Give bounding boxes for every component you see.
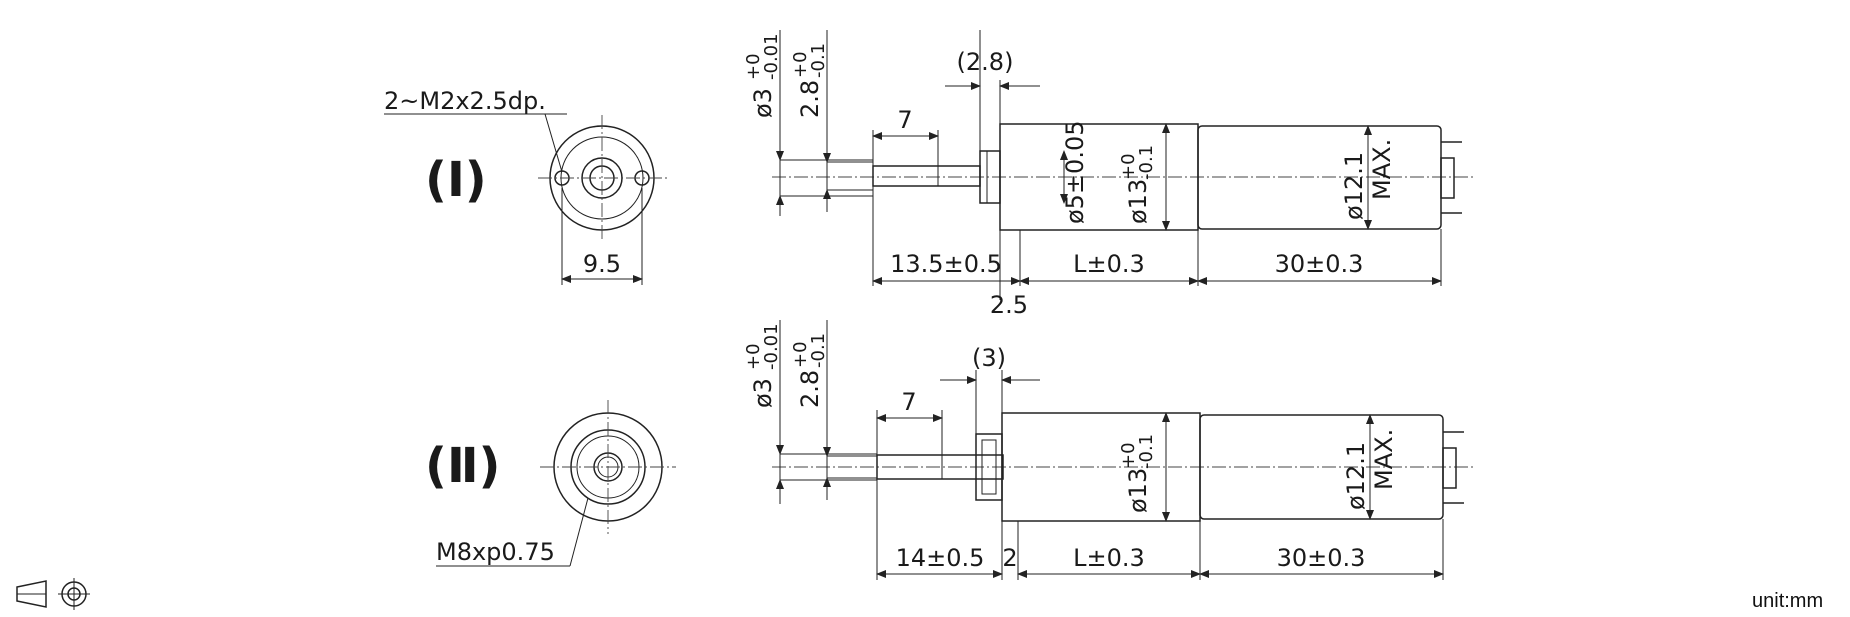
first-angle-projection-icon: [16, 580, 47, 608]
v1-len-L: L±0.3: [1073, 250, 1145, 278]
v1-len-2-5: 2.5: [990, 291, 1028, 319]
v1-d5-dim: ø5±0.05: [1061, 121, 1089, 225]
v2-max-label: MAX.: [1370, 429, 1398, 490]
v1-d13-dim: ø13: [1124, 179, 1152, 224]
svg-text:+0: +0: [790, 51, 811, 78]
terminal-block-2: [1442, 447, 1457, 489]
v2-d3-dim: ø3: [749, 378, 777, 408]
svg-text:+0: +0: [1118, 153, 1139, 180]
v1-len-13-5: 13.5±0.5: [890, 250, 1002, 278]
view-1-front: (Ⅰ) 2~M2x2.5dp. 9.5: [384, 87, 668, 285]
v2-d121-dim: ø12.1: [1342, 442, 1370, 510]
v1-d28-dim: 2.8: [796, 80, 824, 118]
output-shaft: [872, 165, 981, 187]
svg-text:-0.01: -0.01: [761, 33, 782, 80]
view-1-label: (Ⅰ): [425, 152, 487, 208]
v2-len-30: 30±0.3: [1277, 544, 1366, 572]
view-1-side: ø3 +0 -0.01 2.8 +0 -0.1 (2.8) 7 ø5±0.05 …: [743, 30, 1475, 319]
v2-d13-dim: ø13: [1124, 468, 1152, 513]
target-symbol-icon: [58, 578, 90, 610]
svg-text:+0: +0: [1118, 442, 1139, 469]
v2-len-L: L±0.3: [1073, 544, 1145, 572]
v1-max-label: MAX.: [1368, 139, 1396, 200]
v2-dim-3: (3): [972, 344, 1006, 372]
v2-dim-7: 7: [901, 388, 916, 416]
thread-callout: M8xp0.75: [436, 538, 555, 566]
view-2-side: ø3 +0 -0.01 2.8 +0 -0.1 (3) 7 ø13 +0 -0.…: [743, 320, 1475, 580]
holes-callout: 2~M2x2.5dp.: [384, 87, 546, 115]
svg-text:-0.01: -0.01: [761, 323, 782, 370]
v2-d28-dim: 2.8: [796, 370, 824, 408]
v1-d3-dim: ø3: [749, 88, 777, 118]
view-2-front: (Ⅱ) M8xp0.75: [425, 400, 676, 567]
output-shaft-2: [876, 454, 1004, 480]
unit-label: unit:mm: [1752, 590, 1824, 612]
pcd-dim: 9.5: [583, 250, 621, 278]
motor-body: [1197, 125, 1442, 230]
v1-dim-2-8: (2.8): [957, 48, 1014, 76]
v1-d121-dim: ø12.1: [1340, 152, 1368, 220]
svg-text:-0.1: -0.1: [1136, 434, 1157, 469]
svg-text:+0: +0: [790, 341, 811, 368]
terminal-block: [1440, 157, 1455, 199]
v2-len-2: 2: [1002, 544, 1017, 572]
v2-len-14: 14±0.5: [896, 544, 985, 572]
view-2-label: (Ⅱ): [425, 438, 501, 494]
v1-len-30: 30±0.3: [1275, 250, 1364, 278]
svg-text:-0.1: -0.1: [808, 43, 829, 78]
svg-text:-0.1: -0.1: [1136, 145, 1157, 180]
svg-text:+0: +0: [743, 53, 764, 80]
svg-text:+0: +0: [743, 343, 764, 370]
v1-dim-7: 7: [897, 106, 912, 134]
svg-text:-0.1: -0.1: [808, 333, 829, 368]
